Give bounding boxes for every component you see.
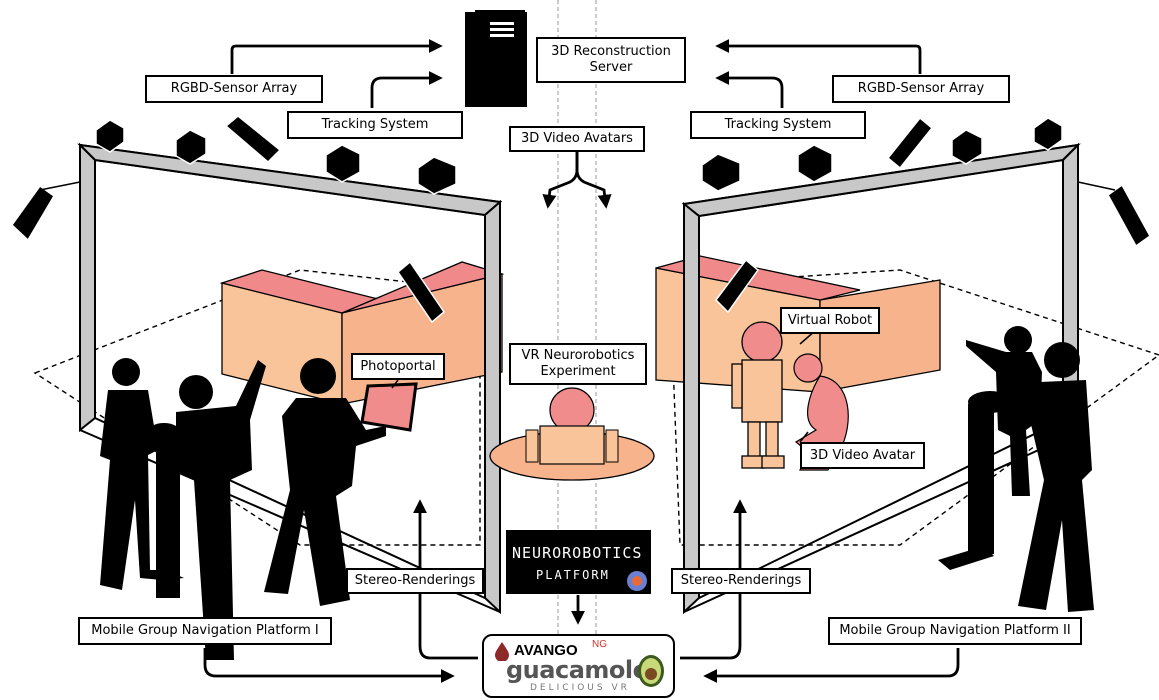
right-people-silhouettes xyxy=(938,326,1094,612)
rgbd-sensor-array-right: RGBD-Sensor Array xyxy=(832,75,1010,103)
arrow-stereo-right xyxy=(680,499,747,660)
vr-experiment-line1: VR Neurorobotics xyxy=(521,348,635,363)
tracking-system-right: Tracking System xyxy=(690,111,866,139)
reconstruction-server-label: 3D Reconstruction Server xyxy=(536,37,686,83)
guacamole-text: guacamole xyxy=(506,656,649,684)
left-people-silhouettes xyxy=(100,358,418,660)
left-screen-frame xyxy=(77,142,503,615)
avango-ng-text: NG xyxy=(592,639,607,650)
arrow-stereo-left xyxy=(413,499,478,660)
right-sensor-cubes xyxy=(701,116,1151,314)
drop-icon xyxy=(495,642,509,661)
tracking-system-left: Tracking System xyxy=(287,111,463,139)
virtual-robot-label: Virtual Robot xyxy=(780,307,880,334)
virtual-robot xyxy=(731,321,785,469)
platform-one-label: Mobile Group Navigation Platform I xyxy=(78,617,332,645)
avango-guacamole-logo: AVANGO NG guacamole DELICIOUS VR xyxy=(482,634,675,698)
left-virtual-walls xyxy=(219,261,505,405)
video-avatar-label: 3D Video Avatar xyxy=(800,442,925,469)
stereo-renderings-right: Stereo-Renderings xyxy=(671,568,811,594)
vr-experiment-scene xyxy=(489,387,655,481)
arrow-rgbd-left-to-server xyxy=(230,39,443,74)
neurorobotics-platform-logo: NEUROROBOTICS PLATFORM xyxy=(506,530,651,594)
rgbd-sensor-array-left: RGBD-Sensor Array xyxy=(145,75,323,103)
arrow-avatars-left xyxy=(542,150,579,209)
arrow-rgbd-right-to-server xyxy=(715,39,922,74)
delicious-vr-text: DELICIOUS VR xyxy=(530,683,630,693)
server-label-line2: Server xyxy=(589,60,633,75)
arrow-platform-right xyxy=(703,648,960,683)
right-floor-outline xyxy=(669,269,1159,546)
nrp-logo-line1: NEUROROBOTICS xyxy=(512,544,643,562)
arrow-tracking-right-to-server xyxy=(715,71,784,108)
arrow-avatars-right xyxy=(575,150,612,209)
server-label-line1: 3D Reconstruction xyxy=(551,44,671,59)
avocado-icon xyxy=(638,655,664,687)
vr-experiment-line2: Experiment xyxy=(540,364,616,379)
arrow-tracking-left-to-server xyxy=(370,71,443,108)
vr-experiment-label: VR Neurorobotics Experiment xyxy=(509,343,647,385)
nrp-logo-line2: PLATFORM xyxy=(536,568,610,582)
left-sensor-cubes xyxy=(11,115,457,324)
arrow-platform-left xyxy=(203,648,455,683)
connector-arrows xyxy=(203,39,960,683)
hbp-badge-icon xyxy=(627,571,647,591)
video-avatars-label: 3D Video Avatars xyxy=(509,126,645,152)
server-icon xyxy=(465,10,527,107)
photoportal-label: Photoportal xyxy=(351,353,445,380)
platform-two-label: Mobile Group Navigation Platform II xyxy=(828,617,1082,645)
avango-text: AVANGO xyxy=(514,642,578,659)
stereo-renderings-left: Stereo-Renderings xyxy=(346,568,484,594)
